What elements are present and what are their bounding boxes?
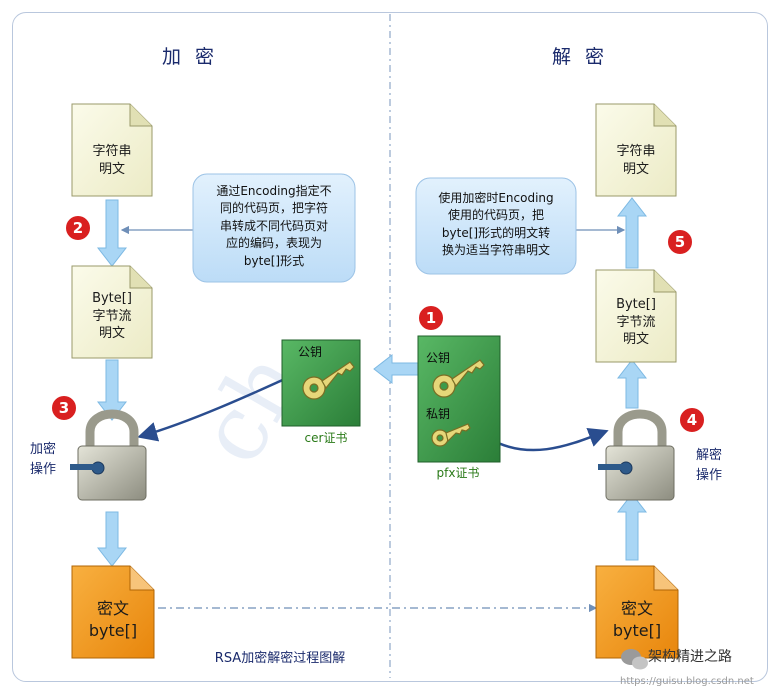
step-badge-4 <box>678 406 706 434</box>
arrow-cipher-to-lock <box>616 493 648 561</box>
step-badge-1 <box>417 304 445 332</box>
cer-certificate-caption: cer证书 <box>304 431 348 445</box>
step-number-4: 4 <box>686 411 698 429</box>
pfx-certificate-icon <box>417 335 501 463</box>
watermark-url: https://guisu.blog.csdn.net <box>620 676 754 687</box>
padlock-icon <box>70 409 675 501</box>
left-callout-bubble <box>192 173 356 283</box>
decrypt-operation-label: 解密操作 <box>696 448 723 483</box>
encrypt-operation-label: 加密操作 <box>30 442 57 477</box>
arrow-plain-to-bytes <box>96 199 128 267</box>
step-badges <box>50 214 706 434</box>
step-number-1: 1 <box>425 309 437 327</box>
step-badge-2 <box>64 214 92 242</box>
step-number-2: 2 <box>72 219 84 237</box>
left-plain-doc-text: 字符串明文 <box>92 144 132 177</box>
arrow-pfx-to-cer <box>373 353 419 385</box>
pfx-public-key-label: 公钥 <box>426 351 451 365</box>
right-plain-doc-text: 字符串明文 <box>616 144 656 177</box>
step-badge-5 <box>666 228 694 256</box>
encrypt-padlock-icon <box>70 409 147 501</box>
cer-public-key-icon <box>302 361 355 400</box>
private-key-to-decrypt-arrow <box>487 428 609 452</box>
key-icon <box>302 359 485 447</box>
right-flow-arrows <box>616 197 648 561</box>
watermark-brand: 架构精进之路 <box>648 649 732 665</box>
pfx-certificate-caption: pfx证书 <box>436 466 480 480</box>
doc-left-plain <box>71 103 153 197</box>
cipher-document-icon <box>71 565 679 659</box>
pfx-private-key-icon <box>431 423 471 447</box>
arrow-lock-to-cipher <box>96 511 128 567</box>
decrypt-padlock-icon <box>598 409 675 501</box>
decrypt-title: 解密 <box>551 46 618 68</box>
doc-right-bytes <box>595 269 677 363</box>
doc-right-plain <box>595 103 677 197</box>
wechat-icon <box>621 649 648 670</box>
right-bytes-doc-text: Byte[]字节流明文 <box>616 297 656 348</box>
step-number-3: 3 <box>58 399 70 417</box>
left-bytes-doc-text: Byte[]字节流明文 <box>92 291 132 342</box>
left-flow-arrows <box>96 199 128 567</box>
doc-left-bytes <box>71 265 153 359</box>
diagram-caption: RSA加密解密过程图解 <box>214 651 346 666</box>
pfx-public-key-icon <box>432 359 485 398</box>
arrow-lock-to-bytes <box>616 359 648 409</box>
encrypt-title: 加密 <box>161 46 228 68</box>
cer-public-key-label: 公钥 <box>298 345 323 359</box>
arrow-bytes-to-plain <box>616 197 648 269</box>
step-number-5: 5 <box>674 233 686 251</box>
step-badge-3 <box>50 394 78 422</box>
pfx-private-key-label: 私钥 <box>426 407 451 421</box>
document-icon <box>71 103 677 363</box>
right-callout-bubble <box>415 177 577 275</box>
